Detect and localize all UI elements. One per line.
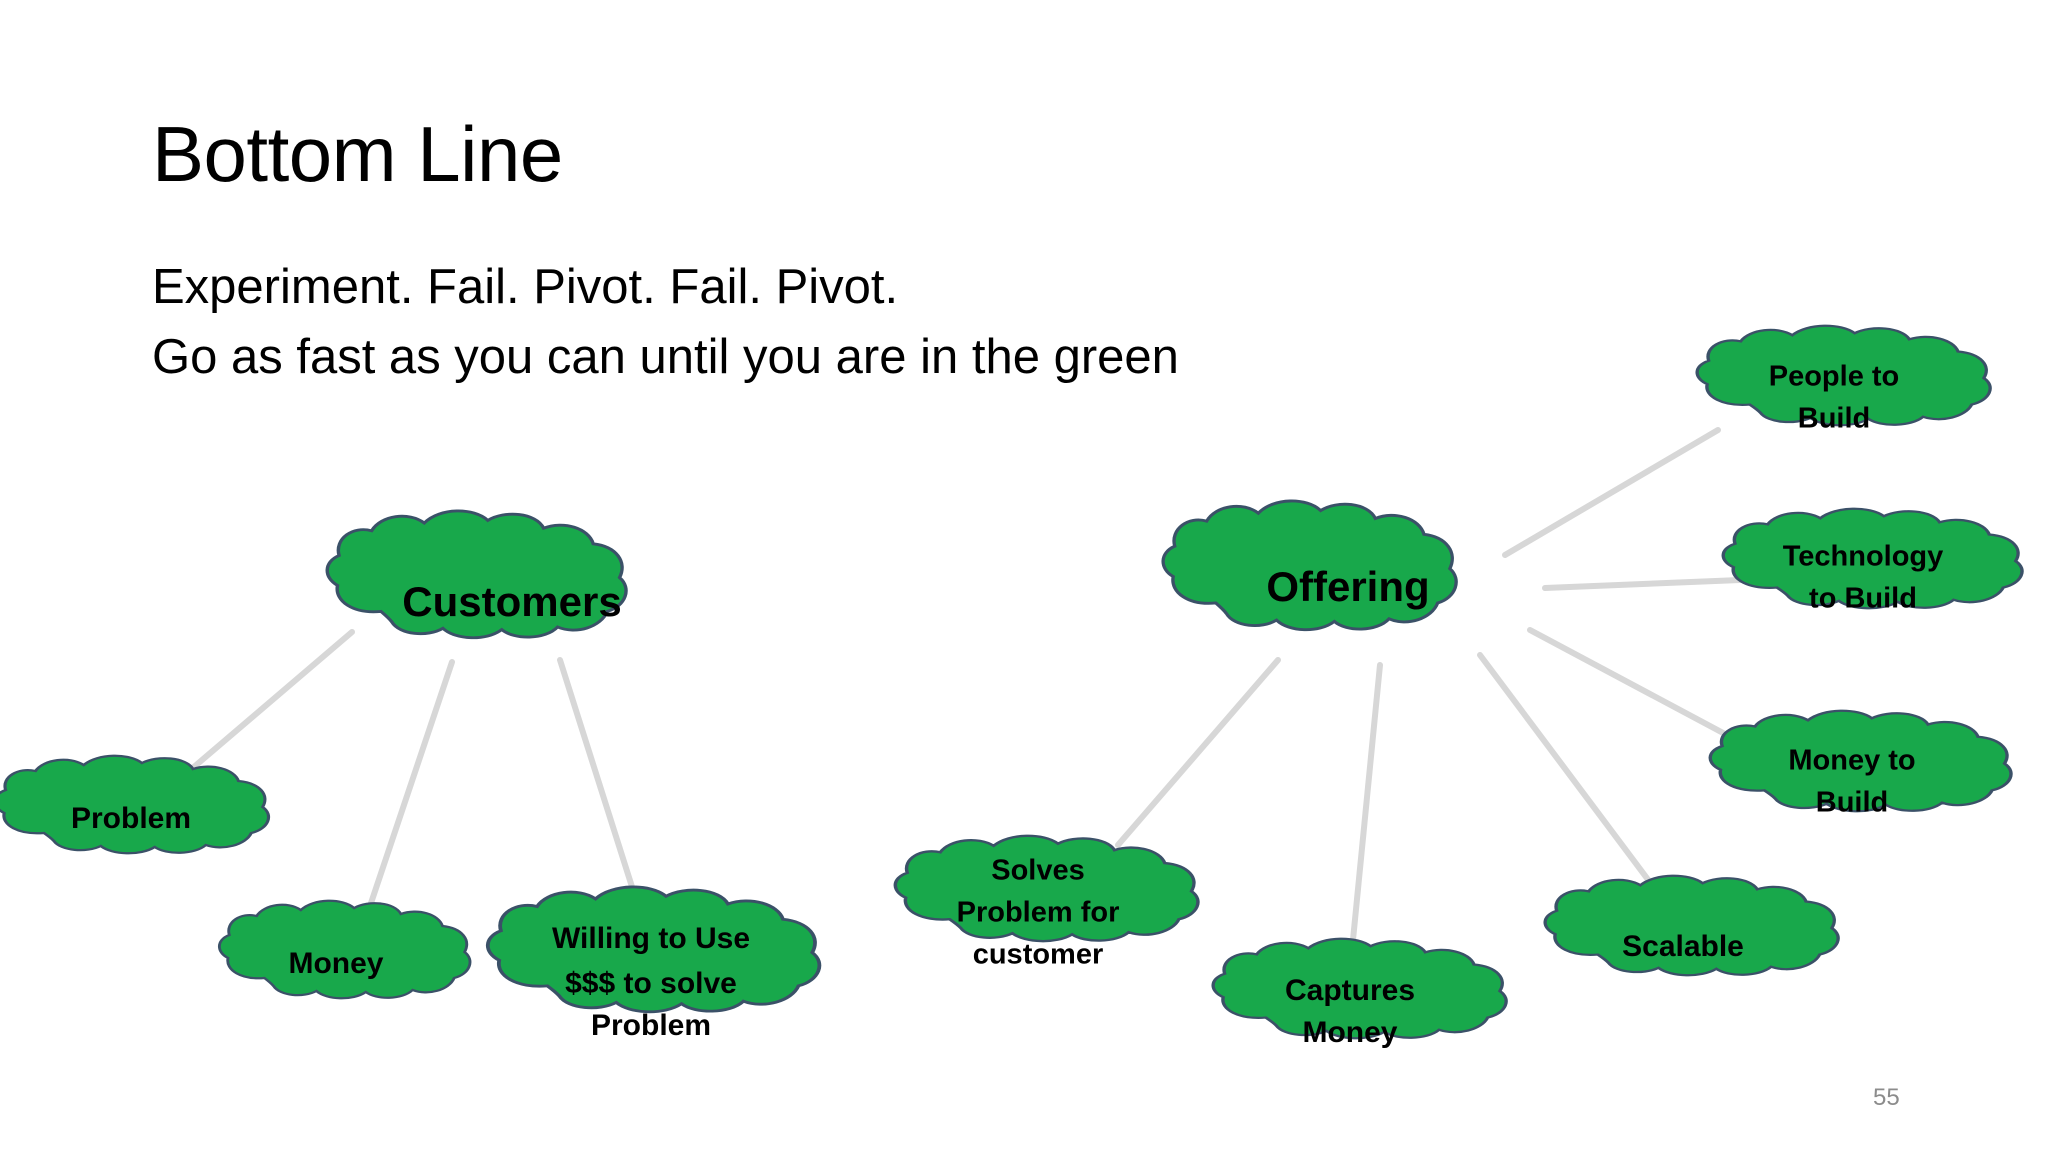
cloud-label-solves-line1: Solves [991, 855, 1085, 887]
cloud-label-scalable: Scalable [1622, 930, 1744, 963]
connector-offering-captures [1349, 662, 1383, 953]
cloud-node-problem[interactable]: Problem [0, 754, 271, 855]
page-title: Bottom Line [152, 110, 563, 198]
connector-offering-people [1502, 427, 1721, 558]
connector-customers-willing [557, 657, 643, 915]
cloud-label-solves-line2: Problem for [957, 897, 1120, 929]
cloud-node-offering[interactable]: Offering [1161, 499, 1458, 632]
cloud-node-money-to-build[interactable]: Money to Build [1708, 709, 2013, 819]
cloud-label-offering: Offering [1266, 563, 1429, 610]
cloud-label-captures-line2: Money [1302, 1016, 1397, 1049]
body-line-2: Go as fast as you can until you are in t… [152, 329, 1179, 384]
cloud-label-willing-line1: Willing to Use [552, 922, 750, 955]
cloud-node-money[interactable]: Money [217, 899, 472, 1000]
cloud-node-scalable[interactable]: Scalable [1543, 874, 1840, 977]
cloud-label-money-build-line1: Money to [1788, 745, 1915, 777]
cloud-node-willing-to-use[interactable]: Willing to Use $$$ to solve Problem [485, 885, 822, 1042]
cloud-label-people-line2: Build [1798, 403, 1871, 435]
cloud-label-willing-line3: Problem [591, 1009, 711, 1042]
cloud-label-money-build-line2: Build [1816, 787, 1889, 819]
cloud-label-problem: Problem [71, 802, 191, 835]
cloud-node-customers[interactable]: Customers [325, 509, 628, 640]
cloud-label-people-line1: People to [1769, 361, 1900, 393]
cloud-label-customers: Customers [402, 578, 621, 625]
cloud-label-money: Money [288, 947, 383, 980]
connector-offering-technology [1542, 577, 1743, 591]
connector-offering-money [1527, 627, 1743, 745]
cloud-label-willing-line2: $$$ to solve [565, 967, 737, 1000]
connector-offering-solves [1115, 657, 1281, 848]
connector-customers-money [365, 659, 455, 915]
cloud-label-captures-line1: Captures [1285, 974, 1415, 1007]
connector-group [185, 427, 1743, 953]
body-line-1: Experiment. Fail. Pivot. Fail. Pivot. [152, 260, 899, 314]
cloud-label-technology-line1: Technology [1783, 541, 1944, 573]
cloud-node-technology-to-build[interactable]: Technology to Build [1721, 507, 2024, 615]
connector-customers-problem [185, 629, 355, 775]
cloud-node-captures-money[interactable]: Captures Money [1211, 937, 1508, 1049]
cloud-node-solves-problem[interactable]: Solves Problem for customer [893, 834, 1200, 971]
cloud-label-solves-line3: customer [973, 939, 1104, 971]
connector-offering-scalable [1477, 652, 1655, 888]
cloud-node-people-to-build[interactable]: People to Build [1695, 324, 1992, 435]
cloud-label-technology-line2: to Build [1809, 583, 1917, 615]
page-number: 55 [1873, 1084, 1900, 1111]
slide-body-text: Experiment. Fail. Pivot. Fail. Pivot. Go… [152, 253, 1179, 392]
